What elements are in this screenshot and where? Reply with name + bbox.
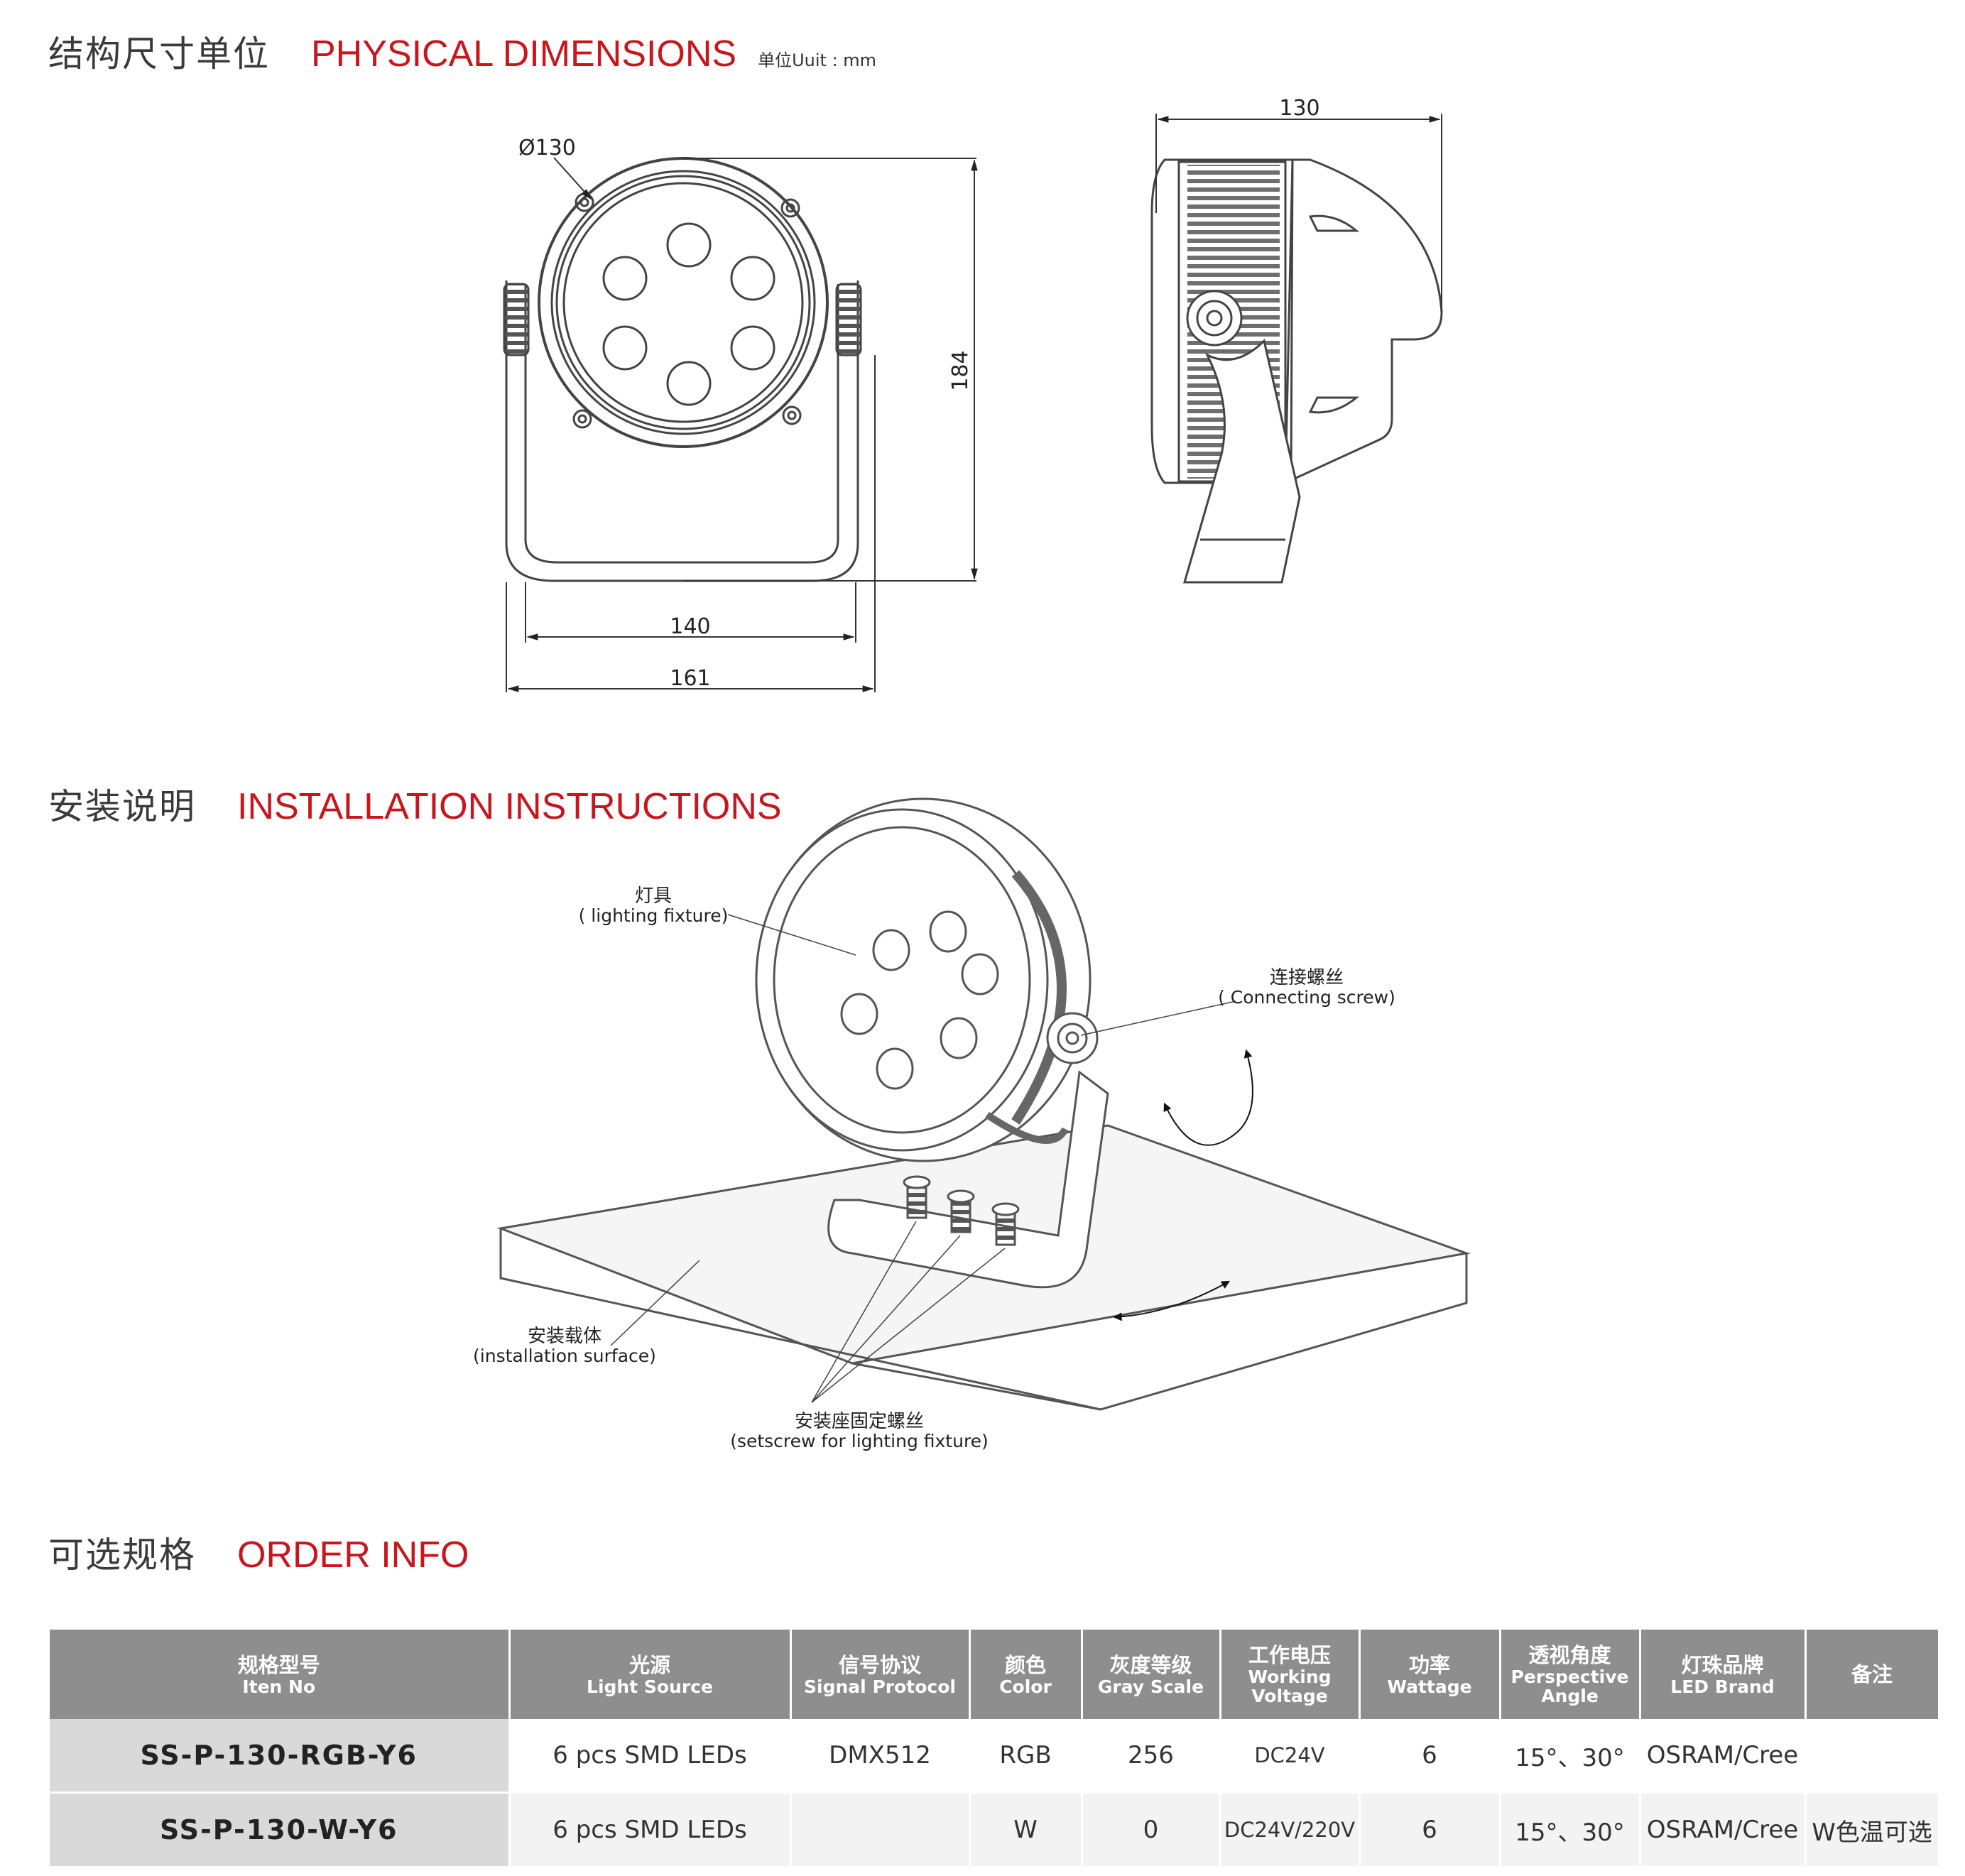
side-view-drawing (1150, 158, 1443, 584)
cell-light-source: 6 pcs SMD LEDs (509, 1719, 792, 1794)
cell-angle: 15°、30° (1500, 1792, 1641, 1868)
installation-diagram (496, 797, 1471, 1411)
label-setscrew-cn: 安装座固定螺丝 (795, 1411, 924, 1432)
cell-wattage: 6 (1359, 1792, 1501, 1868)
label-setscrew-en: (setscrew for lighting fixture) (730, 1431, 989, 1451)
dim-outer-width: 161 (670, 666, 710, 691)
cell-led-brand: OSRAM/Cree (1640, 1719, 1807, 1794)
unit-label: 单位Uuit : mm (758, 50, 877, 70)
section-title-cn: 结构尺寸单位 (48, 33, 270, 75)
dim-height: 184 (948, 350, 973, 391)
cell-model: SS-P-130-RGB-Y6 (50, 1719, 511, 1794)
table-row: SS-P-130-RGB-Y6 6 pcs SMD LEDs DMX512 RG… (50, 1719, 1940, 1794)
cell-color: RGB (969, 1719, 1083, 1794)
leader-lines (610, 914, 1236, 1403)
cell-remarks (1805, 1719, 1940, 1794)
section-title-en: INSTALLATION INSTRUCTIONS (237, 786, 782, 827)
dim-depth: 130 (1279, 96, 1319, 121)
cell-gray-scale: 0 (1082, 1792, 1221, 1868)
header-remarks: 备注 (1805, 1630, 1940, 1719)
dim-diameter: Ø130 (518, 136, 576, 160)
cell-voltage: DC24V (1220, 1719, 1361, 1794)
front-view-drawing (503, 157, 862, 582)
section-title-cn: 可选规格 (48, 1534, 196, 1576)
side-dimension-lines (1155, 114, 1442, 312)
cell-remarks: W色温可选 (1805, 1792, 1940, 1868)
dim-inner-width: 140 (670, 614, 710, 639)
label-fixture-cn: 灯具 (635, 885, 672, 907)
section-title-cn: 安装说明 (48, 786, 196, 827)
cell-model: SS-P-130-W-Y6 (50, 1792, 511, 1868)
section-title-install: 安装说明 INSTALLATION INSTRUCTIONS (48, 778, 782, 829)
cell-signal-protocol: DMX512 (790, 1719, 971, 1794)
cell-wattage: 6 (1359, 1719, 1501, 1794)
technical-drawings: Ø130 184 140 161 130 (473, 96, 1471, 1451)
section-title-en: ORDER INFO (237, 1534, 469, 1576)
cell-angle: 15°、30° (1500, 1719, 1641, 1794)
cell-led-brand: OSRAM/Cree (1640, 1792, 1807, 1868)
section-title-en: PHYSICAL DIMENSIONS (311, 33, 737, 75)
cell-signal-protocol (790, 1792, 971, 1868)
label-screw-cn: 连接螺丝 (1270, 967, 1344, 988)
section-title-order: 可选规格 ORDER INFO (48, 1527, 469, 1578)
section-title-dimensions: 结构尺寸单位 PHYSICAL DIMENSIONS 单位Uuit : mm (48, 26, 876, 77)
label-surface-cn: 安装载体 (528, 1326, 602, 1347)
cell-color: W (969, 1792, 1083, 1868)
cell-gray-scale: 256 (1082, 1719, 1221, 1794)
cell-light-source: 6 pcs SMD LEDs (509, 1792, 792, 1868)
label-fixture-en: ( lighting fixture) (579, 905, 729, 926)
rotation-arrows (1113, 1049, 1253, 1321)
label-screw-en: ( Connecting screw) (1218, 987, 1395, 1008)
front-dimension-lines (506, 157, 978, 692)
label-surface-en: (installation surface) (473, 1346, 656, 1366)
table-row: SS-P-130-W-Y6 6 pcs SMD LEDs W 0 DC24V/2… (50, 1792, 1940, 1868)
cell-voltage: DC24V/220V (1220, 1792, 1361, 1868)
